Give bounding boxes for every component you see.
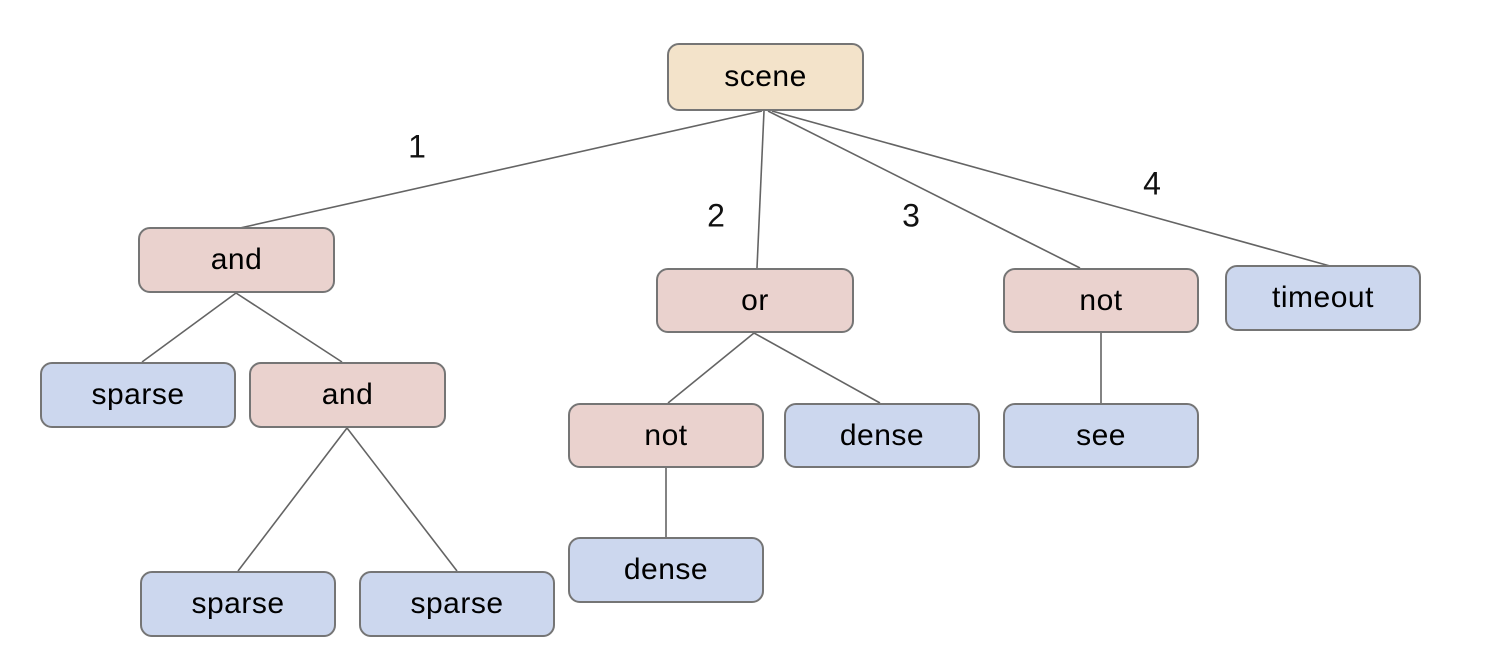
node-sparse-1: sparse <box>40 362 236 428</box>
edge-label-2: 2 <box>707 197 725 234</box>
edge-and-outer-to-sparse-1 <box>141 292 237 363</box>
node-and-outer: and <box>138 227 335 293</box>
edge-scene-to-and-outer <box>239 110 763 229</box>
edge-scene-to-timeout <box>771 110 1331 267</box>
node-dense-1: dense <box>784 403 980 468</box>
node-timeout: timeout <box>1225 265 1421 331</box>
edge-scene-to-or <box>756 110 765 269</box>
edge-and-outer-to-and-inner <box>235 292 343 363</box>
edge-or-to-dense-1 <box>753 332 881 404</box>
edge-label-1: 1 <box>408 128 426 165</box>
edge-and-inner-to-sparse-3 <box>346 427 458 572</box>
node-sparse-2: sparse <box>140 571 336 637</box>
node-scene: scene <box>667 43 864 111</box>
edge-or-to-not-or <box>667 332 755 404</box>
node-and-inner: and <box>249 362 446 428</box>
edge-and-inner-to-sparse-2 <box>237 427 348 572</box>
node-sparse-3: sparse <box>359 571 555 637</box>
node-see: see <box>1003 403 1199 468</box>
node-dense-2: dense <box>568 537 764 603</box>
node-not-scene: not <box>1003 268 1199 333</box>
edge-scene-to-not-scene <box>767 110 1081 269</box>
node-or: or <box>656 268 854 333</box>
edge-label-4: 4 <box>1143 165 1161 202</box>
node-not-or: not <box>568 403 764 468</box>
edge-label-3: 3 <box>902 197 920 234</box>
